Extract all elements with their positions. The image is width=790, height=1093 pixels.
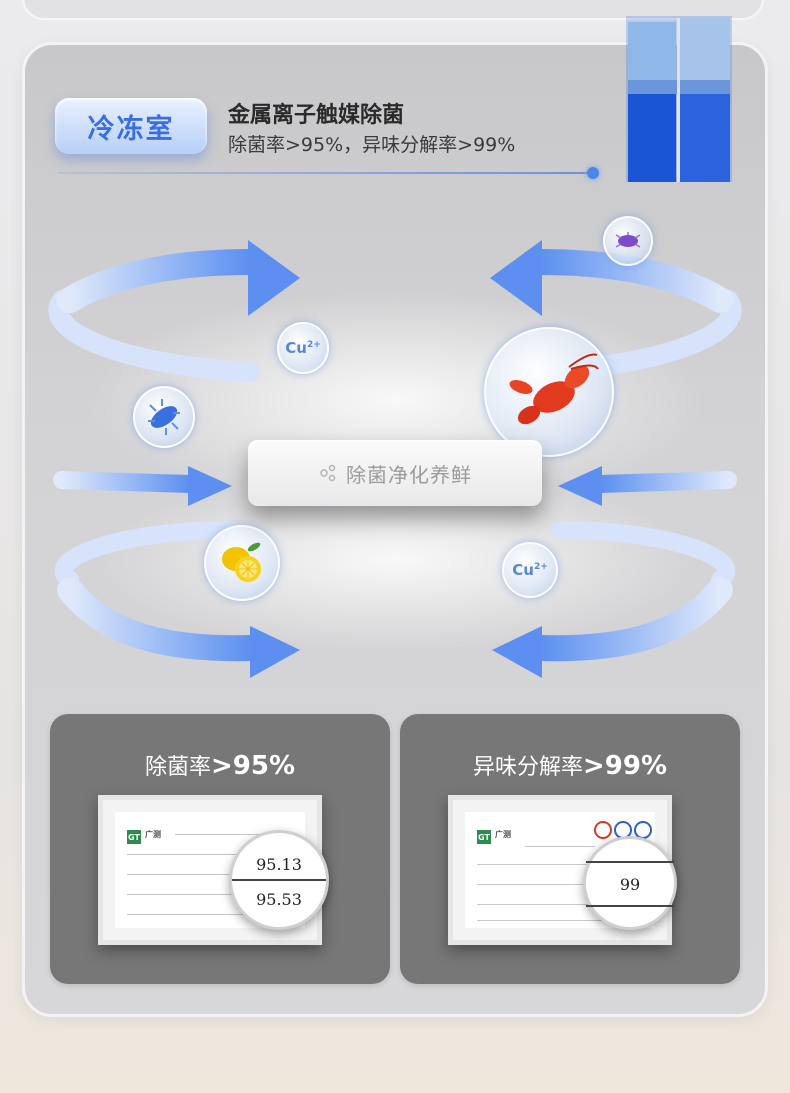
magnified-readout: 99 (583, 836, 677, 930)
card-title-prefix: 除菌率 (144, 755, 211, 780)
center-button-label: 除菌净化养鲜 (346, 462, 472, 487)
test-certificate: GT 广测 95.13 95.53 (98, 795, 329, 945)
card-title: 除菌率>95% (50, 749, 390, 781)
card-title-value: >95% (210, 751, 296, 781)
testing-lab-logo: GT (477, 830, 491, 844)
divider-dot (587, 167, 599, 179)
copper-ion-label: Cu2+ (285, 339, 321, 357)
mist-haze-bottom (95, 470, 695, 650)
testing-lab-logo: GT (127, 830, 141, 844)
bacteria-blue-bubble (133, 386, 195, 448)
swirl-arrow-bottom-right (492, 521, 736, 678)
magnified-readout: 95.13 95.53 (229, 830, 329, 930)
sterilization-rate-card: 除菌率>95% GT 广测 95.13 95.53 (50, 714, 390, 984)
lobster-icon (509, 353, 599, 425)
testing-lab-name: 广测 (145, 830, 161, 839)
testing-lab-name: 广测 (495, 830, 511, 839)
reading-value: 95.53 (256, 890, 302, 909)
copper-ion-bubble-bottom: Cu2+ (502, 542, 558, 598)
odor-decomposition-card: 异味分解率>99% GT 广测 99 (400, 714, 740, 984)
reading-value: 99 (619, 875, 641, 894)
sterilize-freshness-button[interactable]: 除菌净化养鲜 (248, 440, 542, 506)
divider-line (58, 172, 594, 174)
arrow-middle-left (53, 466, 232, 506)
feature-title: 金属离子触媒除菌 (228, 103, 405, 128)
lobster-bubble (484, 327, 614, 457)
bacteria-blue-icon (148, 399, 180, 435)
lemon-bubble (204, 525, 280, 601)
sparkle-icon (320, 464, 336, 482)
reading-value: 95.13 (256, 855, 302, 874)
card-title: 异味分解率>99% (400, 749, 740, 781)
test-certificate: GT 广测 99 (448, 795, 677, 945)
copper-ion-bubble-top: Cu2+ (277, 322, 329, 374)
swirl-arrow-bottom-left (54, 521, 300, 678)
copper-ion-label: Cu2+ (512, 561, 548, 579)
refrigerator-icon (626, 16, 732, 182)
bacteria-purple-icon (615, 232, 641, 248)
feature-subtitle: 除菌率>95%，异味分解率>99% (228, 134, 516, 156)
card-title-prefix: 异味分解率 (472, 755, 583, 780)
lemon-icon (222, 542, 261, 582)
arrow-middle-right (558, 466, 737, 506)
card-title-value: >99% (582, 751, 668, 781)
bacteria-purple-bubble (603, 216, 653, 266)
freezer-badge-label: 冷冻室 (87, 113, 175, 145)
freezer-badge: 冷冻室 (55, 98, 207, 154)
swirl-arrow-top-left (48, 240, 300, 382)
